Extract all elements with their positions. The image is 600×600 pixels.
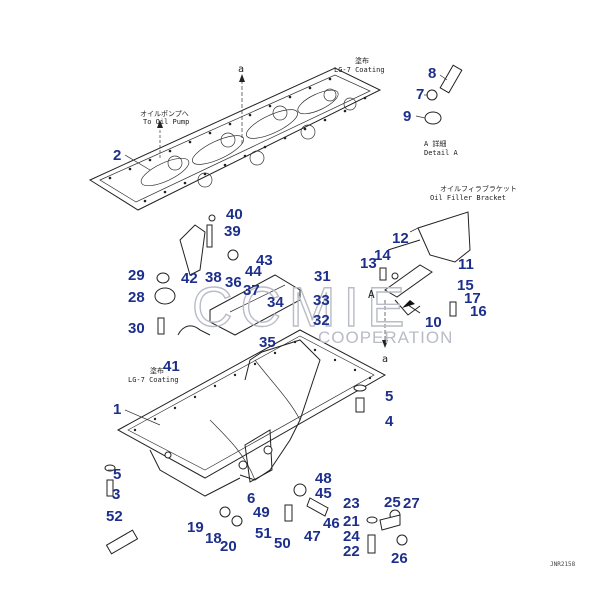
callout-23: 23 — [343, 495, 360, 512]
callout-51: 51 — [255, 525, 272, 542]
callout-33: 33 — [313, 292, 330, 309]
callout-2: 2 — [113, 147, 121, 164]
callout-39: 39 — [224, 223, 241, 240]
detail-a-en: Detail A — [424, 149, 459, 157]
callout-35: 35 — [259, 334, 276, 351]
callouts: 1 2 3 4 5 5 6 7 8 9 10 11 12 13 14 15 16… — [106, 65, 487, 567]
callout-1: 1 — [113, 401, 121, 418]
watermark-sub: COOPERATION — [318, 328, 453, 347]
callout-38: 38 — [205, 269, 222, 286]
callout-24: 24 — [343, 528, 360, 545]
callout-5-left: 5 — [113, 466, 121, 483]
coating-top-en: LG-7 Coating — [334, 66, 385, 74]
callout-10: 10 — [425, 314, 442, 331]
callout-21: 21 — [343, 513, 360, 530]
callout-8: 8 — [428, 65, 436, 82]
oil-pan — [116, 329, 387, 497]
callout-25: 25 — [384, 494, 401, 511]
callout-49: 49 — [253, 504, 270, 521]
callout-28: 28 — [128, 289, 145, 306]
callout-48: 48 — [315, 470, 332, 487]
notes: 塗布 LG-7 Coating オイルポンプへ To Oil Pump A 詳細… — [128, 56, 576, 568]
coating-top-jp: 塗布 — [355, 56, 369, 65]
coating-bottom-en: LG-7 Coating — [128, 376, 179, 384]
callout-36: 36 — [225, 274, 242, 291]
detail-a-jp: A 詳細 — [424, 139, 446, 148]
reference-arrow-a-bottom: a — [382, 300, 388, 365]
oil-pump-jp: オイルポンプへ — [140, 110, 189, 118]
bracket-en: Oil Filler Bracket — [430, 194, 506, 202]
callout-19: 19 — [187, 519, 204, 536]
callout-18: 18 — [205, 530, 222, 547]
reference-arrow-a-top: a — [238, 64, 245, 145]
leader-lines — [108, 74, 448, 471]
bracket-left — [179, 224, 206, 276]
bracket-jp: オイルフィラブラケット — [440, 184, 517, 193]
callout-46: 46 — [323, 515, 340, 532]
watermark-brand: CCMIE — [192, 275, 412, 338]
misc-fasteners — [104, 214, 457, 555]
coating-bottom-jp: 塗布 — [150, 366, 164, 375]
drawing-code: JNR2158 — [550, 561, 576, 568]
callout-22: 22 — [343, 543, 360, 560]
filler-tube-assembly — [384, 264, 433, 316]
ref-a-top-label: a — [238, 64, 244, 75]
callout-43: 43 — [256, 252, 273, 269]
callout-47: 47 — [304, 528, 321, 545]
ref-a-bottom-label: a — [382, 354, 388, 365]
callout-14: 14 — [374, 247, 391, 264]
callout-20: 20 — [220, 538, 237, 555]
detail-a-ref: A — [368, 288, 375, 301]
pipe-41 — [177, 325, 211, 336]
callout-37: 37 — [243, 282, 260, 299]
bracket-center — [209, 274, 301, 336]
callout-6: 6 — [247, 490, 255, 507]
callout-12: 12 — [392, 230, 409, 247]
callout-31: 31 — [314, 268, 331, 285]
callout-32: 32 — [313, 312, 330, 329]
callout-29: 29 — [128, 267, 145, 284]
callout-41: 41 — [163, 358, 180, 375]
callout-9: 9 — [403, 108, 411, 125]
callout-26: 26 — [391, 550, 408, 567]
callout-30: 30 — [128, 320, 145, 337]
callout-11: 11 — [458, 256, 474, 273]
callout-44: 44 — [245, 263, 262, 280]
callout-45: 45 — [315, 485, 332, 502]
callout-3: 3 — [112, 486, 120, 503]
gasket-plate — [88, 67, 382, 211]
oil-pump-en: To Oil Pump — [143, 118, 189, 126]
callout-40: 40 — [226, 206, 243, 223]
callout-17: 17 — [464, 290, 481, 307]
callout-15: 15 — [457, 277, 474, 294]
callout-4: 4 — [385, 413, 394, 430]
callout-7: 7 — [416, 86, 424, 103]
callout-27: 27 — [403, 495, 420, 512]
callout-16: 16 — [470, 303, 487, 320]
callout-50: 50 — [274, 535, 291, 552]
oil-filler-bracket — [387, 211, 471, 263]
watermark: CCMIE COOPERATION — [191, 274, 453, 347]
callout-5-right: 5 — [385, 388, 393, 405]
callout-34: 34 — [267, 294, 284, 311]
callout-42: 42 — [181, 270, 198, 287]
callout-52: 52 — [106, 508, 123, 525]
callout-13: 13 — [360, 255, 377, 272]
